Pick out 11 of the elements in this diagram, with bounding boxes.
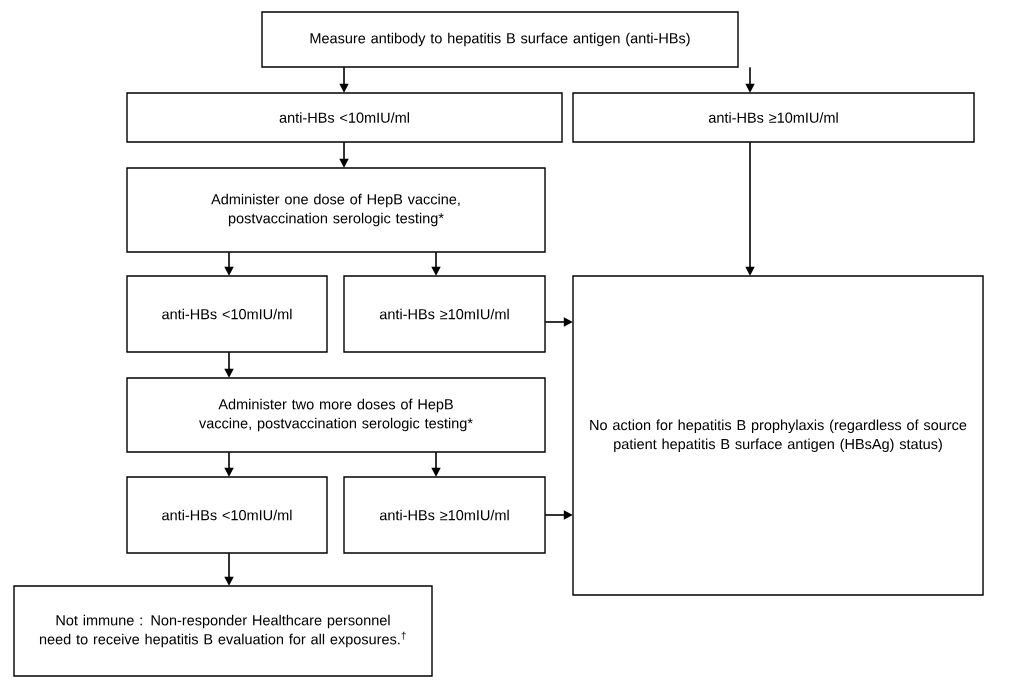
process-box: anti-HBs <10mIU/ml xyxy=(126,275,328,353)
process-box: Administer two more doses of HepB vaccine, postvaccination serologic testing* xyxy=(126,377,546,453)
process-box: anti-HBs ≥10mIU/ml xyxy=(343,275,546,353)
process-box: anti-HBs ≥10mIU/ml xyxy=(343,476,546,554)
process-box: Not immune : Non-responder Healthcare personnel need to receive hepatitis B evaluation for all exposures.$^{†}$ xyxy=(13,585,433,677)
process-box: Measure antibody to hepatitis B surface antigen (anti-HBs) xyxy=(261,11,739,68)
process-box: anti-HBs <10mIU/ml xyxy=(126,476,328,554)
process-box: anti-HBs <10mIU/ml xyxy=(126,92,563,143)
process-box: No action for hepatitis B prophylaxis (regardless of source patient hepatitis B surface antigen (HBsAg) status) xyxy=(572,275,984,596)
process-box: Administer one dose of HepB vaccine, postvaccination serologic testing* xyxy=(126,167,546,253)
process-box: anti-HBs ≥10mIU/ml xyxy=(572,92,975,143)
